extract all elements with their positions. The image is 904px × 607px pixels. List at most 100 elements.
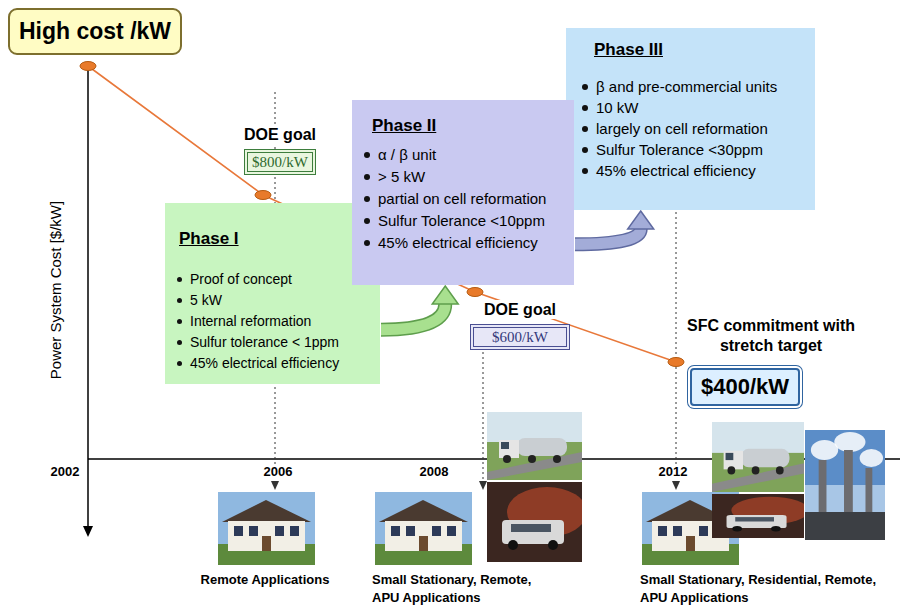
milestone-line	[483, 352, 484, 482]
bullet-text: 5 kW	[190, 290, 222, 311]
bullet-text: Internal reformation	[190, 311, 311, 332]
cost-target: SFC commitment with stretch target $400/k…	[680, 316, 862, 406]
phase-arrow	[381, 286, 458, 330]
application-caption: Small Stationary, Remote, APU Applicatio…	[372, 571, 552, 607]
bullet-item: Proof of concept	[177, 269, 366, 290]
application-caption: Small Stationary, Residential, Remote, A…	[640, 571, 890, 607]
bullet-text: Proof of concept	[190, 269, 292, 290]
milestone-arrowhead	[672, 481, 680, 490]
bullet-dot	[364, 218, 370, 224]
phase-heading: Phase II	[372, 116, 560, 136]
cost-point	[80, 62, 96, 71]
cost-axis	[87, 66, 89, 528]
bullet-text: partial on cell reformation	[378, 188, 546, 210]
phase-box: Phase I Proof of concept5 kWInternal refo…	[165, 203, 380, 384]
arrow-outline	[381, 304, 445, 330]
bullet-item: partial on cell reformation	[364, 188, 560, 210]
bullet-text: 45% electrical efficiency	[378, 232, 538, 254]
phase-box: Phase II α / β unit> 5 kWpartial on cell …	[352, 100, 574, 285]
bullet-dot	[177, 298, 182, 303]
goal-value: $400/kW	[701, 374, 789, 400]
goal-heading: SFC commitment with stretch target	[680, 316, 862, 356]
bullet-item: Sulfur tolerance < 1ppm	[177, 332, 366, 353]
bullet-dot	[364, 152, 370, 158]
goal-value-box: $600/kW	[470, 324, 570, 350]
cost-point	[668, 358, 684, 367]
goal-heading: DOE goal	[482, 300, 558, 319]
bullet-item: 5 kW	[177, 290, 366, 311]
bullet-text: β and pre-commercial units	[596, 76, 777, 97]
bullet-text: largely on cell reformation	[596, 118, 768, 139]
bullet-text: Sulfur Tolerance <30ppm	[596, 139, 763, 160]
vehicle-photo	[487, 482, 587, 562]
bullet-text: 45% electrical efficiency	[596, 160, 756, 181]
bullet-item: 45% electrical efficiency	[582, 160, 801, 181]
goal-heading: DOE goal	[242, 125, 318, 144]
bullet-text: Sulfur Tolerance <10ppm	[378, 210, 545, 232]
cost-goal: DOE goal $600/kW	[468, 300, 572, 350]
bullet-dot	[177, 361, 182, 366]
cost-point	[467, 288, 483, 297]
bullet-item: 10 kW	[582, 97, 801, 118]
goal-value: $800/kW	[252, 154, 308, 171]
bullet-dot	[582, 84, 588, 90]
year-label: 2008	[418, 464, 451, 479]
bullet-item: Sulfur Tolerance <10ppm	[364, 210, 560, 232]
bullet-item: largely on cell reformation	[582, 118, 801, 139]
bullet-item: Internal reformation	[177, 311, 366, 332]
truck-photo	[712, 422, 804, 492]
arrow-head	[628, 211, 654, 229]
axis-arrowhead	[83, 526, 93, 537]
milestone-arrowhead	[271, 481, 279, 490]
bullet-dot	[364, 174, 370, 180]
bullet-dot	[364, 196, 370, 202]
bullet-dot	[582, 126, 588, 132]
bullet-text: 10 kW	[596, 97, 639, 118]
factory-photo	[805, 430, 885, 540]
goal-value-box: $800/kW	[244, 149, 316, 175]
house-photo	[375, 492, 472, 565]
bullet-dot	[177, 319, 182, 324]
truck-photo	[487, 412, 582, 480]
goal-value: $600/kW	[492, 329, 548, 346]
year-label: 2006	[262, 464, 295, 479]
house-photo	[218, 492, 315, 565]
bullet-dot	[364, 240, 370, 246]
bullet-text: Sulfur tolerance < 1ppm	[190, 332, 339, 353]
axis-title: Power System Cost [$/kW]	[47, 201, 64, 379]
bullet-dot	[582, 168, 588, 174]
bullet-item: Sulfur Tolerance <30ppm	[582, 139, 801, 160]
arrow-shaft	[381, 304, 445, 330]
box-text: High cost /kW	[19, 18, 171, 45]
bullet-item: 45% electrical efficiency	[364, 232, 560, 254]
vehicle-photo	[712, 494, 809, 538]
bullet-item: α / β unit	[364, 144, 560, 166]
cost-point	[255, 191, 271, 200]
arrow-head	[432, 286, 458, 304]
goal-value-box: $400/kW	[690, 368, 800, 406]
bullet-text: > 5 kW	[378, 166, 425, 188]
cost-goal: DOE goal $800/kW	[240, 125, 320, 175]
bullet-dot	[177, 277, 182, 282]
start-box: High cost /kW	[8, 8, 182, 55]
arrow-outline	[575, 229, 641, 244]
milestone-line	[676, 212, 677, 482]
bullet-dot	[177, 340, 182, 345]
bullet-dot	[582, 147, 588, 153]
bullet-item: 45% electrical efficiency	[177, 353, 366, 374]
bullet-item: > 5 kW	[364, 166, 560, 188]
bullet-text: α / β unit	[378, 144, 436, 166]
phase-heading: Phase III	[594, 40, 801, 60]
phase-arrow	[575, 211, 654, 244]
bullet-dot	[582, 105, 588, 111]
application-caption: Remote Applications	[180, 571, 350, 589]
year-label: 2002	[49, 464, 82, 479]
year-label: 2012	[657, 464, 690, 479]
bullet-text: 45% electrical efficiency	[190, 353, 339, 374]
arrow-shaft	[575, 229, 641, 244]
phase-heading: Phase I	[179, 229, 366, 249]
phase-box: Phase III β and pre-commercial units10 kW…	[566, 28, 815, 210]
bullet-item: β and pre-commercial units	[582, 76, 801, 97]
milestone-arrowhead	[479, 481, 487, 490]
